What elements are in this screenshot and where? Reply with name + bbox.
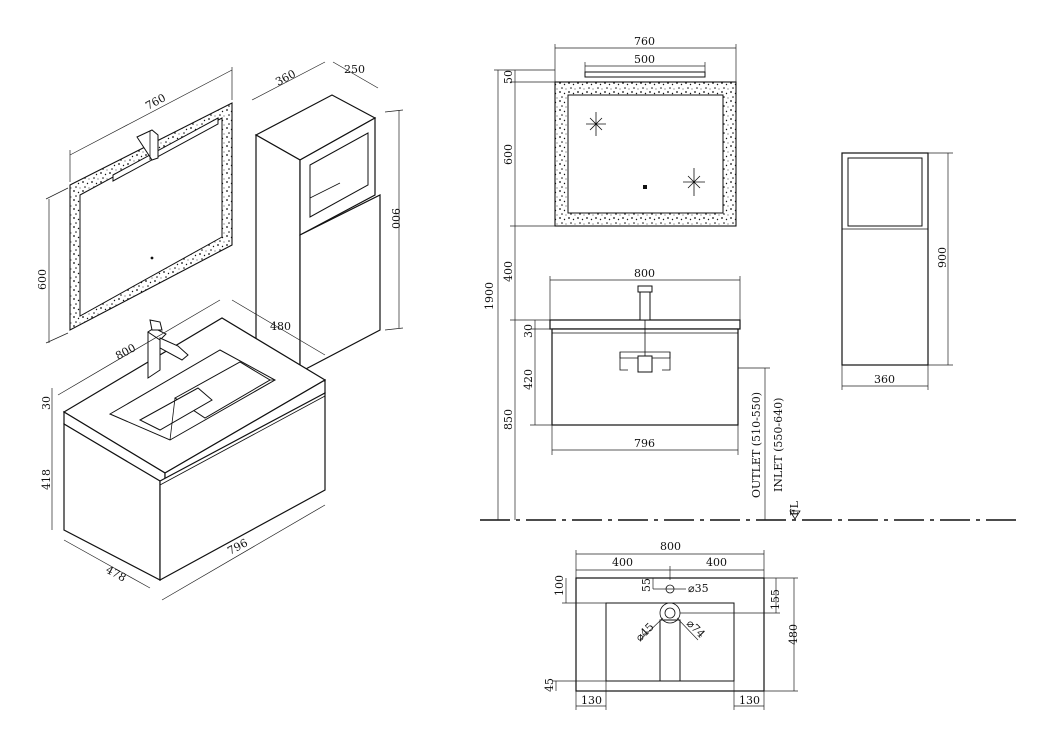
iso-cabinet-height-label: 900	[389, 208, 402, 229]
front-mirror	[554, 81, 737, 227]
iso-vanity-depth-label: 478	[104, 563, 129, 584]
front-light-width-label: 500	[634, 53, 655, 66]
iso-cabinet-depth-label: 250	[344, 63, 365, 76]
iso-cabinet-dims: 360 250 900	[251, 61, 404, 331]
plan-tap-offset-label: 55	[640, 578, 653, 592]
iso-faucet	[147, 319, 189, 379]
front-gap-height-label: 400	[502, 261, 515, 282]
floor-label: FL	[788, 500, 801, 516]
iso-vanity	[62, 317, 327, 582]
iso-mirror-height-label: 600	[36, 269, 49, 290]
iso-mirror-width-label: 760	[143, 91, 168, 112]
front-top-thickness-label: 30	[522, 324, 535, 338]
plan-front-offset-label: 45	[543, 678, 556, 692]
iso-mirror-light	[112, 117, 219, 182]
iso-mirror-dims: 760 600	[36, 67, 233, 344]
front-drawer-height-label: 420	[522, 369, 535, 390]
iso-drawer-height-label: 418	[40, 469, 53, 490]
plan-overall-width-label: 800	[660, 540, 681, 553]
plan-half-left-label: 400	[612, 556, 633, 569]
outlet-label: OUTLET (510-550)	[750, 392, 763, 498]
front-mirror-height-label: 600	[502, 144, 515, 165]
front-mirror-light	[584, 71, 706, 78]
plan-view: 800 400 400 100 55 ⌀35 ⌀45 ⌀74 155 480 4…	[543, 540, 800, 710]
side-width-label: 360	[874, 373, 895, 386]
side-height-label: 900	[936, 247, 949, 268]
front-faucet	[619, 285, 671, 373]
inlet-label: INLET (550-640)	[772, 398, 785, 492]
front-floor-to-top-label: 850	[502, 409, 515, 430]
plan-left-margin-label: 130	[581, 694, 602, 707]
front-view: 760 500 1	[480, 35, 1020, 521]
front-light-offset-label: 50	[502, 70, 515, 84]
floor-marker-icon	[789, 510, 801, 520]
side-view: 900 360	[841, 152, 953, 390]
front-mirror-width-label: 760	[634, 35, 655, 48]
drain-hole-icon	[664, 607, 676, 619]
iso-cabinet-width-label: 360	[273, 67, 298, 88]
iso-basin-width-label: 800	[113, 341, 138, 362]
front-basin-width-label: 800	[634, 267, 655, 280]
plan-right-margin-label: 130	[739, 694, 760, 707]
iso-view: 760 600 360 250 900	[36, 61, 404, 601]
plan-tap-hole-label: ⌀35	[688, 582, 709, 595]
plan-half-right-label: 400	[706, 556, 727, 569]
iso-basin-depth-label: 480	[270, 320, 291, 333]
front-cabinet-width-label: 796	[634, 437, 655, 450]
iso-top-thickness-label: 30	[40, 396, 53, 410]
plan-right-offset-label: 155	[769, 589, 782, 610]
front-overall-height-label: 1900	[483, 282, 496, 310]
plan-back-offset-label: 100	[553, 575, 566, 596]
plan-depth-label: 480	[787, 624, 800, 645]
